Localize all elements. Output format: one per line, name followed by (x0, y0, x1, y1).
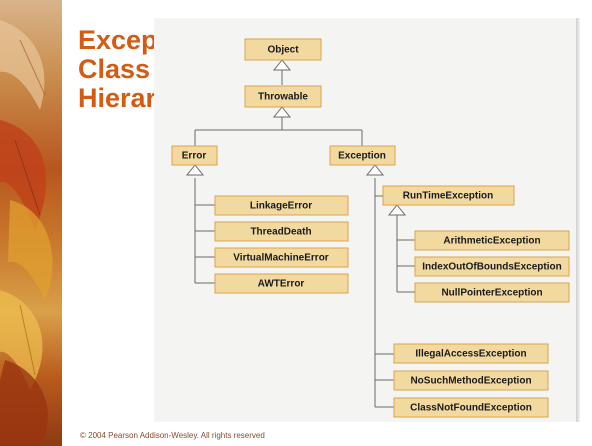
arrowhead-object (272, 59, 292, 71)
node-object-label: Object (267, 45, 299, 56)
node-error-label: Error (182, 151, 207, 162)
node-class-not-found-exception: ClassNotFoundException (393, 397, 549, 418)
autumn-leaves-image (0, 0, 62, 446)
node-virtual-machine-error-label: VirtualMachineError (233, 253, 329, 264)
node-linkage-error-label: LinkageError (250, 201, 312, 212)
node-virtual-machine-error: VirtualMachineError (214, 247, 349, 268)
node-exception: Exception (329, 145, 396, 166)
node-null-pointer-exception: NullPointerException (414, 282, 570, 303)
node-awt-error-label: AWTError (258, 279, 305, 290)
node-awt-error: AWTError (214, 273, 349, 294)
node-arithmetic-exception: ArithmeticException (414, 230, 570, 251)
node-no-such-method-exception-label: NoSuchMethodException (410, 376, 531, 387)
copyright-footer: © 2004 Pearson Addison-Wesley. All right… (80, 431, 265, 440)
node-thread-death-label: ThreadDeath (250, 227, 311, 238)
node-linkage-error: LinkageError (214, 195, 349, 216)
node-illegal-access-exception-label: IllegalAccessException (415, 349, 526, 360)
title-line-2: Class (78, 54, 151, 84)
node-object: Object (244, 38, 322, 61)
node-index-out-of-bounds-exception-label: IndexOutOfBoundsException (422, 262, 561, 273)
node-runtime-exception: RunTimeException (382, 185, 515, 206)
arrowhead-exception (365, 164, 385, 176)
page-edge-shadow (576, 18, 580, 422)
arrowhead-error (185, 164, 205, 176)
node-no-such-method-exception: NoSuchMethodException (393, 370, 549, 391)
inheritance-arrowheads (185, 59, 407, 216)
node-throwable-label: Throwable (258, 92, 308, 103)
node-runtime-exception-label: RunTimeException (403, 191, 493, 202)
node-thread-death: ThreadDeath (214, 221, 349, 242)
node-illegal-access-exception: IllegalAccessException (393, 343, 549, 364)
leaf-pattern (0, 20, 53, 446)
arrowhead-throwable (272, 106, 292, 118)
node-arithmetic-exception-label: ArithmeticException (443, 236, 540, 247)
arrowhead-runtime-exception (387, 204, 407, 216)
node-index-out-of-bounds-exception: IndexOutOfBoundsException (414, 256, 570, 277)
node-throwable: Throwable (244, 85, 322, 108)
node-error: Error (171, 145, 218, 166)
node-null-pointer-exception-label: NullPointerException (441, 288, 542, 299)
node-exception-label: Exception (338, 151, 386, 162)
node-class-not-found-exception-label: ClassNotFoundException (410, 403, 532, 414)
